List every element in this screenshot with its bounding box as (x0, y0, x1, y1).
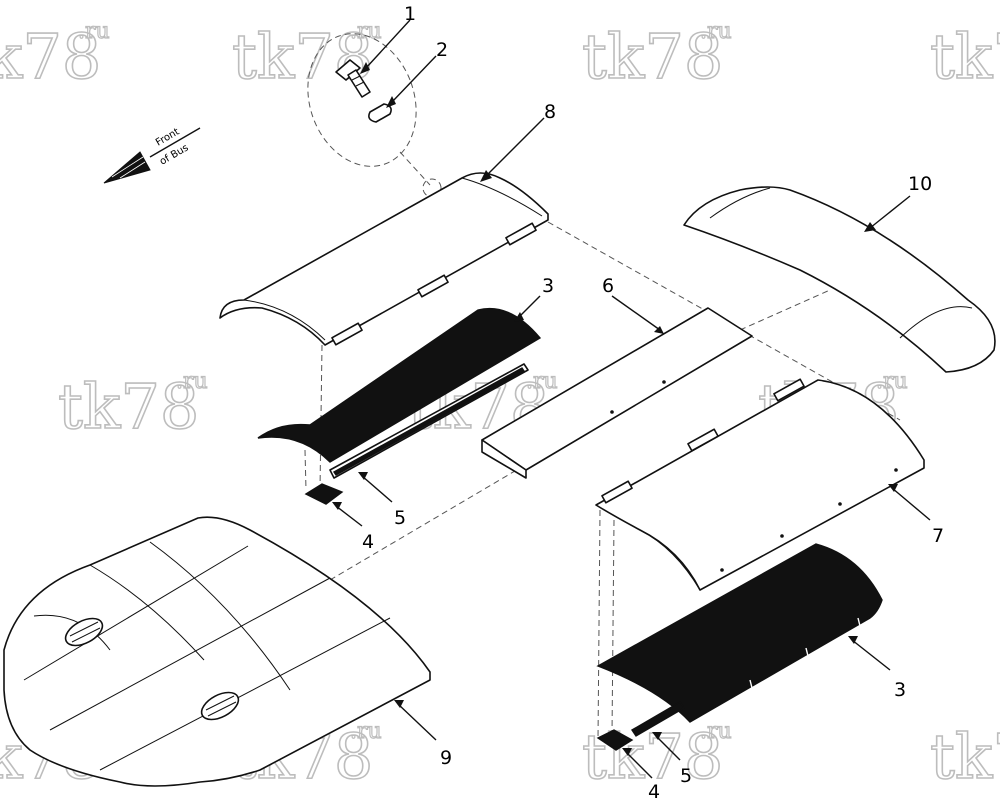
callout-3-upper: 3 (542, 275, 554, 297)
callout-8: 8 (544, 101, 556, 123)
svg-text:.ru: .ru (176, 369, 208, 394)
callout-9: 9 (440, 747, 452, 769)
block-part-4-lower (596, 729, 634, 751)
svg-text:tk78: tk78 (232, 20, 373, 93)
callout-6: 6 (602, 275, 614, 297)
callout-1: 1 (404, 3, 416, 25)
insulation-part-3-upper (257, 307, 542, 463)
watermark: tk78 .ru (929, 719, 1000, 794)
bolt-part (335, 59, 371, 98)
svg-text:tk78: tk78 (58, 370, 199, 443)
callout-4-lower: 4 (648, 781, 660, 799)
svg-text:tk78: tk78 (930, 720, 1000, 793)
watermark: tk78 .ru (231, 18, 382, 93)
block-part-4-upper (304, 483, 344, 505)
svg-text:tk78: tk78 (582, 20, 723, 93)
callout-10: 10 (908, 173, 932, 195)
svg-text:.ru: .ru (350, 719, 382, 744)
watermark: tk78 .ru (0, 18, 110, 93)
watermark: tk78 .ru (581, 718, 732, 793)
svg-text:.ru: .ru (700, 719, 732, 744)
front-of-bus-indicator: Front of Bus (103, 126, 201, 184)
strip-part-5-upper (329, 363, 529, 479)
svg-text:tk78: tk78 (930, 20, 1000, 93)
watermark: tk78 .ru (581, 18, 732, 93)
svg-text:.ru: .ru (700, 19, 732, 44)
svg-text:tk78: tk78 (0, 20, 101, 93)
vent-grille-icon (64, 617, 104, 647)
callout-5-upper: 5 (394, 507, 406, 529)
svg-text:tk78: tk78 (582, 720, 723, 793)
channel-part-6 (481, 307, 753, 479)
svg-text:.ru: .ru (876, 369, 908, 394)
callout-2: 2 (436, 39, 448, 61)
callout-labels: 1 2 8 10 3 6 5 4 7 3 9 5 4 (362, 3, 944, 799)
svg-text:.ru: .ru (526, 369, 558, 394)
front-label: Front (154, 126, 181, 148)
strip-part-5-lower (631, 701, 685, 737)
watermark: tk78 .ru (57, 368, 208, 443)
svg-text:.ru: .ru (78, 19, 110, 44)
roof-panel-part-8 (219, 172, 549, 346)
callout-4-upper: 4 (362, 531, 374, 553)
roof-panel-part-7 (595, 378, 925, 591)
callout-leaders (332, 19, 931, 779)
front-cap-part-9 (3, 516, 431, 787)
vent-grille-icon (200, 691, 240, 721)
callout-5-lower: 5 (680, 765, 692, 787)
watermark-layer: tk78 .ru tk78 .ru tk78 .ru tk78 .ru tk78… (0, 18, 1000, 794)
watermark: tk78 .ru (929, 19, 1000, 94)
callout-7: 7 (932, 525, 944, 547)
insulation-part-3-lower (596, 543, 883, 723)
rear-cap-part-10 (683, 186, 996, 373)
callout-3-lower: 3 (894, 679, 906, 701)
